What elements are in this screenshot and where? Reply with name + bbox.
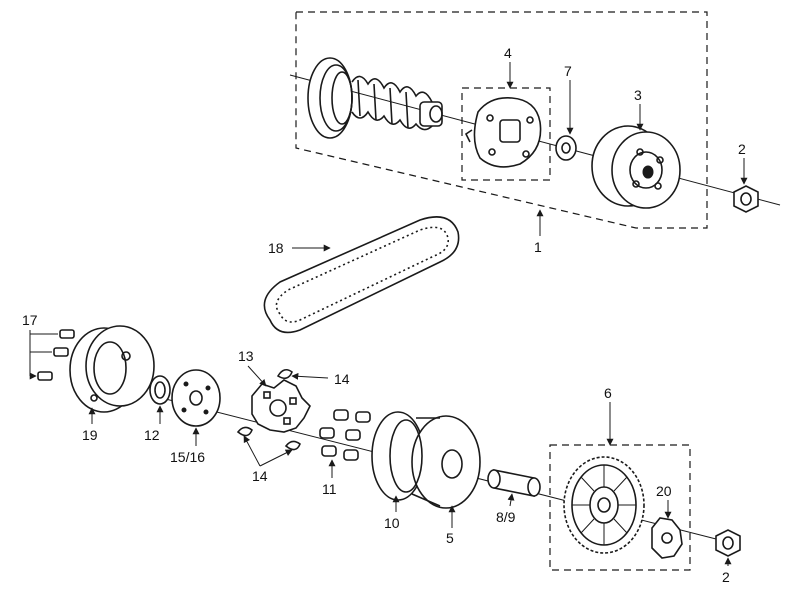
callout-15-16: 15/16 [170,449,205,465]
washer-part-7 [555,135,577,161]
ramp-plate-part [171,369,221,427]
drive-face-part [371,411,481,509]
callout-20: 20 [656,483,672,499]
callout-10: 10 [384,515,400,531]
starter-gear-part [651,517,683,559]
clutch-bell-part [591,125,681,209]
callout-2-upper: 2 [738,141,746,157]
callout-3: 3 [634,87,642,103]
callout-13: 13 [238,348,254,364]
nut-part-upper [733,185,759,213]
variator-cover-part [69,325,155,413]
nut-part-lower [715,529,741,557]
clutch-carrier-part [464,96,542,168]
assembly-1-group-box [295,11,708,229]
callout-19: 19 [82,427,98,443]
leader-lines [88,62,748,566]
slider-plate-part [251,379,311,433]
callout-14-upper: 14 [334,371,350,387]
bolts-part-17 [37,329,75,381]
callout-5: 5 [446,530,454,546]
callout-12: 12 [144,427,160,443]
callout-7: 7 [564,63,572,79]
callout-8-9: 8/9 [496,509,516,525]
callout-17: 17 [22,312,38,328]
rear-pulley-spring-part [307,57,443,139]
slider-pieces-part-14 [236,368,301,451]
callout-4: 4 [504,45,512,61]
callout-18: 18 [268,240,284,256]
bushing-part-12 [149,375,171,405]
callout-6: 6 [604,385,612,401]
callout-17-leaders [30,330,58,376]
callout-14-lower: 14 [252,468,268,484]
rollers-part-11 [319,409,371,461]
sleeve-part [487,469,541,497]
callout-1: 1 [534,239,542,255]
callout-2-lower: 2 [722,569,730,585]
assembly-4-group-box [461,87,551,181]
fan-drive-face-part [563,456,645,554]
drive-belt-part [263,216,460,334]
callout-11: 11 [322,481,337,497]
